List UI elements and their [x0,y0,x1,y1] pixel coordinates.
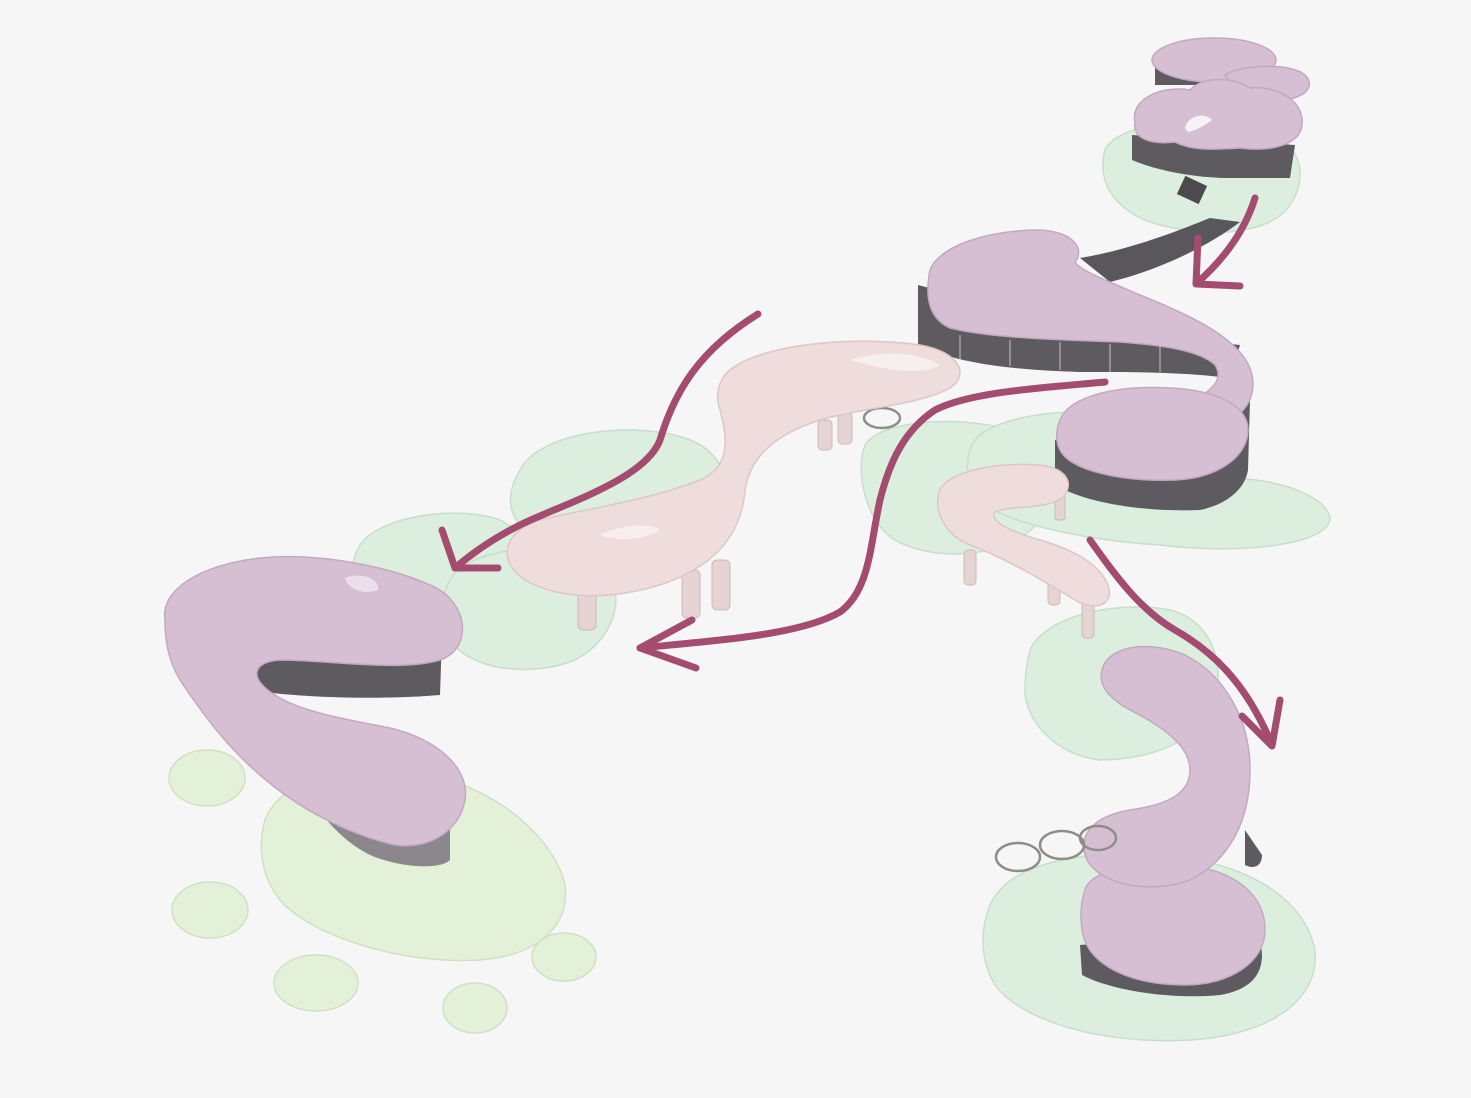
link-bridge [1080,218,1240,282]
stepping-disc [274,955,358,1011]
ring-marker [996,843,1040,871]
ring-marker [1040,831,1084,859]
stepping-disc [169,750,245,806]
roof-lower-lobe [1057,387,1248,480]
roof-upper [1084,647,1250,887]
stepping-disc [172,882,248,938]
stepping-disc [443,983,507,1033]
stepping-disc [532,933,596,981]
